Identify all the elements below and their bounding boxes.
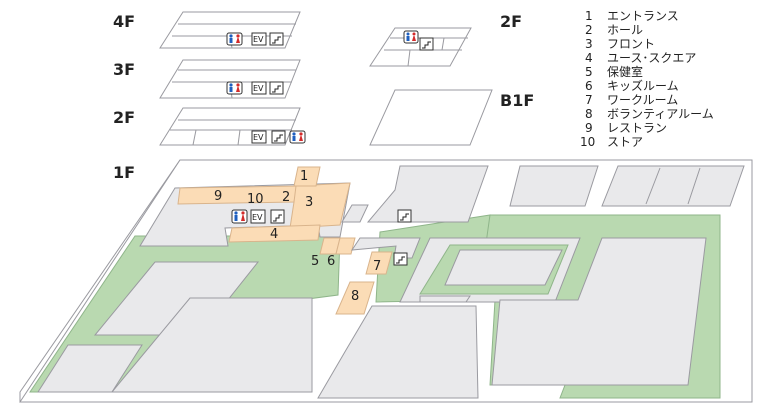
room-2-3 [289,182,351,229]
floor-label-b1f: B1F [500,91,534,110]
room-number-1: 1 [300,169,308,184]
restroom-icon [289,130,306,144]
legend-num: 9 [585,121,593,135]
elevator-label: EV [253,133,264,142]
elevator-label: EV [253,84,264,93]
room-number-9: 9 [214,189,222,204]
room-number-6: 6 [327,254,335,269]
elevator-icon: EV [251,32,267,46]
stairs-icon [270,209,285,224]
restroom-icon [403,30,419,44]
room-4 [228,224,321,243]
stairs-icon [419,37,434,51]
room-8 [335,281,375,315]
floor-label-2f: 2F [113,108,135,127]
legend-num: 8 [585,107,593,121]
floor-label-1f: 1F [113,163,135,182]
elevator-label: EV [253,35,264,44]
stairs-icon [393,252,408,266]
legend-num: 10 [580,135,595,149]
legend-num: 5 [585,65,593,79]
legend-label: キッズルーム [607,78,679,93]
room-number-5: 5 [311,254,319,269]
room-number-8: 8 [351,289,359,304]
floor-b1f-plan [369,89,493,146]
legend-num: 7 [585,93,593,107]
room-number-10: 10 [247,192,264,207]
legend-label: ユース･スクエア [607,51,696,65]
room-number-7: 7 [373,259,381,274]
legend-label: ワークルーム [607,93,678,107]
legend-label: ホール [607,23,643,37]
restroom-icon [226,81,243,95]
floor-label-3f: 3F [113,60,135,79]
room-number-2: 2 [282,190,290,205]
room-6 [335,237,356,255]
floor-label-2f-right: 2F [500,12,522,31]
legend-num: 6 [585,79,593,93]
room-1 [293,166,321,187]
room-9-10 [177,185,298,205]
legend-num: 2 [585,23,593,37]
restroom-icon [226,32,243,46]
stairs-icon [397,209,412,223]
elevator-icon: EV [250,209,266,224]
elevator-icon: EV [251,81,267,95]
room-number-4: 4 [270,227,278,242]
floor-1f-plan [19,159,753,403]
legend-num: 4 [585,51,593,65]
legend-label: ボランティアルーム [607,107,714,121]
floor-label-4f: 4F [113,12,135,31]
legend: 1 エントランス 2 ホール 3 フロント 4 ユース･スクエア 5 保健室 6… [580,9,714,149]
elevator-label: EV [252,213,263,222]
legend-label: 保健室 [607,64,643,79]
legend-label: フロント [607,37,655,51]
elevator-icon: EV [251,130,267,144]
room-number-3: 3 [305,195,313,210]
stairs-icon [269,81,284,95]
stairs-icon [271,130,286,144]
legend-label: エントランス [607,9,679,23]
restroom-icon [231,209,248,224]
legend-label: ストア [607,135,643,149]
room-7 [365,251,393,275]
legend-label: レストラン [607,121,667,135]
stairs-icon [269,32,284,46]
legend-num: 1 [585,9,593,23]
legend-num: 3 [585,37,593,51]
